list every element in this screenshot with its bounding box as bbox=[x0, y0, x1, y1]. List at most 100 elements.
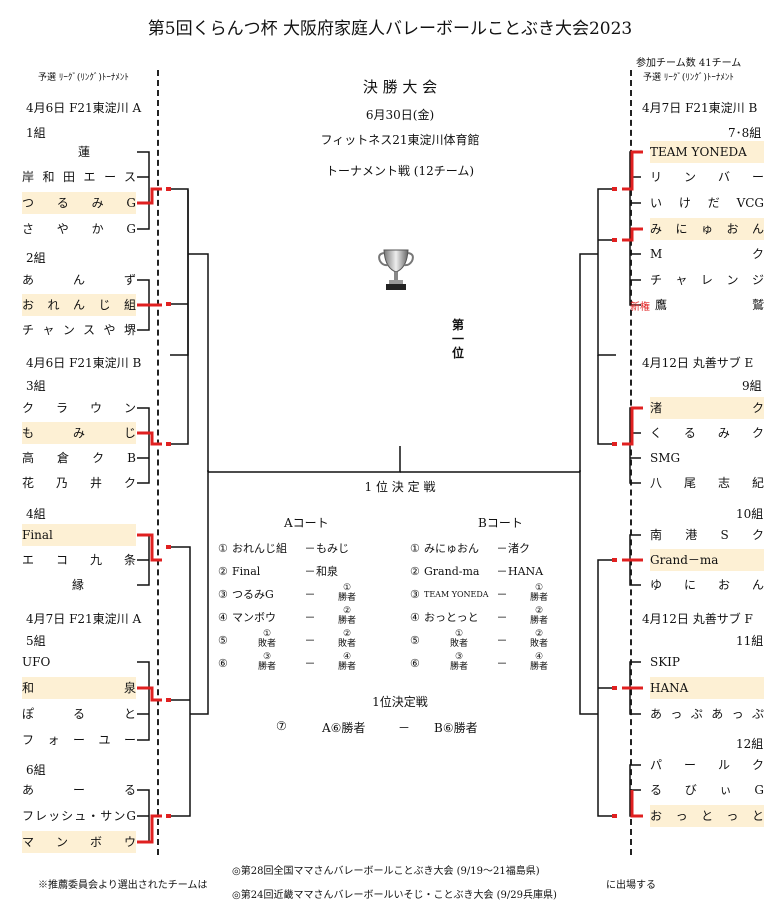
final-match-title: 1位決定戦 bbox=[372, 695, 428, 709]
team-challenge: チャレンジ bbox=[650, 273, 764, 287]
team-en: 縁 bbox=[72, 578, 85, 592]
schedule-cell: － bbox=[304, 634, 316, 647]
schedule-cell: ② 勝者 bbox=[529, 606, 548, 626]
team-fresh-sun-g: フレッシュ・サンG bbox=[22, 809, 136, 823]
schedule-cell: HANA bbox=[508, 565, 544, 578]
schedule-cell: － bbox=[496, 611, 508, 624]
schedule-cell: ② 敗者 bbox=[337, 629, 356, 649]
group-label: 11組 bbox=[736, 634, 764, 648]
schedule-cell: ⑥ bbox=[218, 657, 228, 670]
team-nagisa: 渚ク bbox=[650, 397, 764, 419]
team-takakura-b: 高倉クB bbox=[22, 451, 136, 465]
schedule-cell: ① 勝者 bbox=[337, 583, 356, 603]
team-for-you: フォーユー bbox=[22, 733, 136, 747]
decider-title: 1 位 決 定 戦 bbox=[364, 480, 436, 494]
schedule-cell: ① 敗者 bbox=[449, 629, 468, 649]
venue-right-2: 4月12日 丸善サブ E bbox=[642, 356, 754, 370]
group-label: 9組 bbox=[742, 379, 762, 393]
schedule-cell: － bbox=[496, 634, 508, 647]
divider-right bbox=[630, 70, 632, 855]
schedule-cell: ④ 勝者 bbox=[337, 652, 356, 672]
team-hana: HANA bbox=[650, 677, 764, 699]
schedule-cell: ② 勝者 bbox=[337, 606, 356, 626]
team-sayaka-g: さやかG bbox=[22, 222, 136, 236]
team-ufo: UFO bbox=[22, 655, 51, 669]
event-date: 6月30日(金) bbox=[365, 108, 435, 122]
schedule-cell: ② bbox=[218, 565, 228, 578]
team-pearl: パールク bbox=[650, 758, 764, 772]
court-a-title: Aコート bbox=[284, 516, 329, 530]
final-match-no: ⑦ bbox=[276, 719, 287, 733]
final-match-dash: － bbox=[398, 721, 411, 735]
team-ikeda-vcg: いけだVCG bbox=[650, 196, 764, 210]
venue-left-2: 4月6日 F21東淀川 B bbox=[26, 356, 142, 370]
schedule-cell: ⑥ bbox=[410, 657, 420, 670]
schedule-cell: ① 敗者 bbox=[257, 629, 276, 649]
group-label: 2組 bbox=[26, 251, 46, 265]
schedule-cell: ① bbox=[218, 542, 228, 555]
team-tsurumi-g: つるみG bbox=[22, 192, 136, 214]
schedule-cell: ③ bbox=[218, 588, 228, 601]
group-label: 3組 bbox=[26, 379, 46, 393]
divider-left bbox=[157, 70, 159, 855]
group-label: 7･8組 bbox=[728, 126, 762, 140]
team-manbow: マンボウ bbox=[22, 831, 136, 853]
schedule-cell: － bbox=[496, 588, 508, 601]
team-porto: ぽると bbox=[22, 707, 136, 721]
prelim-label-left: 予選 ﾘｰｸﾞ(ﾘﾝｸﾞ)ﾄｰﾅﾒﾝﾄ bbox=[38, 73, 129, 83]
team-ottotto: おっとっと bbox=[650, 805, 764, 827]
event-venue: フィットネス21東淀川体育館 bbox=[320, 133, 480, 147]
team-skip: SKIP bbox=[650, 655, 680, 669]
final-tournament-title: 決 勝 大 会 bbox=[362, 78, 438, 96]
new-team-mark: 新権 bbox=[630, 302, 650, 313]
footer-event-national: ◎第28回全国ママさんバレーボールことぶき大会 (9/19～21福島県) bbox=[232, 866, 540, 877]
team-kishiwada-ace: 岸和田エース bbox=[22, 170, 136, 184]
schedule-cell: － bbox=[304, 542, 316, 555]
schedule-cell: ③ 勝者 bbox=[449, 652, 468, 672]
team-grand-ma: Grand－ma bbox=[650, 549, 764, 571]
team-aru: あーる bbox=[22, 783, 136, 797]
team-yao-shiki: 八尾志紀 bbox=[650, 476, 764, 490]
schedule-cell: マンボウ bbox=[232, 611, 276, 624]
venue-right-3: 4月12日 丸善サブ F bbox=[642, 612, 753, 626]
footer-event-kinki: ◎第24回近畿ママさんバレーボールいそじ・ことぶき大会 (9/29兵庫県) bbox=[232, 890, 557, 901]
team-kurumi: くるみク bbox=[650, 426, 764, 440]
final-match-a: A⑥勝者 bbox=[322, 721, 366, 735]
team-hananoi: 花乃井ク bbox=[22, 476, 136, 490]
schedule-cell: ④ 勝者 bbox=[529, 652, 548, 672]
team-izumi: 和泉 bbox=[22, 677, 136, 699]
schedule-cell: － bbox=[304, 657, 316, 670]
final-match-b: B⑥勝者 bbox=[434, 721, 478, 735]
schedule-cell: ③ 勝者 bbox=[257, 652, 276, 672]
venue-left-1: 4月6日 F21東淀川 A bbox=[26, 101, 142, 115]
team-appu-appu: あっぷあっぷ bbox=[650, 707, 764, 721]
team-m-ku: Mク bbox=[650, 247, 764, 261]
team-nanko-s: 南港Sク bbox=[650, 528, 764, 542]
schedule-cell: ③ bbox=[410, 588, 420, 601]
schedule-cell: おれんじ組 bbox=[232, 542, 287, 555]
team-final: Final bbox=[22, 524, 136, 546]
team-anzu: あんず bbox=[22, 273, 136, 287]
schedule-cell: Final bbox=[232, 565, 261, 578]
schedule-cell: ② bbox=[410, 565, 420, 578]
team-smg: SMG bbox=[650, 451, 681, 465]
schedule-cell: Grand-ma bbox=[424, 565, 480, 578]
group-label: 4組 bbox=[26, 507, 46, 521]
court-b-title: Bコート bbox=[478, 516, 523, 530]
schedule-cell: ⑤ bbox=[410, 634, 420, 647]
team-orenji-gumi: おれんじ組 bbox=[22, 294, 136, 316]
schedule-cell: － bbox=[496, 657, 508, 670]
schedule-cell: もみじ bbox=[316, 542, 349, 555]
schedule-cell: － bbox=[304, 611, 316, 624]
team-yoneda: TEAM YONEDA bbox=[650, 141, 764, 163]
group-label: 6組 bbox=[26, 763, 46, 777]
footer-suffix: に出場する bbox=[606, 880, 656, 891]
schedule-cell: ④ bbox=[218, 611, 228, 624]
group-label: 12組 bbox=[736, 737, 764, 751]
team-eco-kujo: エコ九条 bbox=[22, 553, 136, 567]
team-crown: クラウン bbox=[22, 401, 136, 415]
trophy-icon bbox=[376, 244, 416, 292]
schedule-cell: － bbox=[496, 565, 508, 578]
page-title: 第5回くらんつ杯 大阪府家庭人バレーボールことぶき大会2023 bbox=[147, 19, 633, 39]
